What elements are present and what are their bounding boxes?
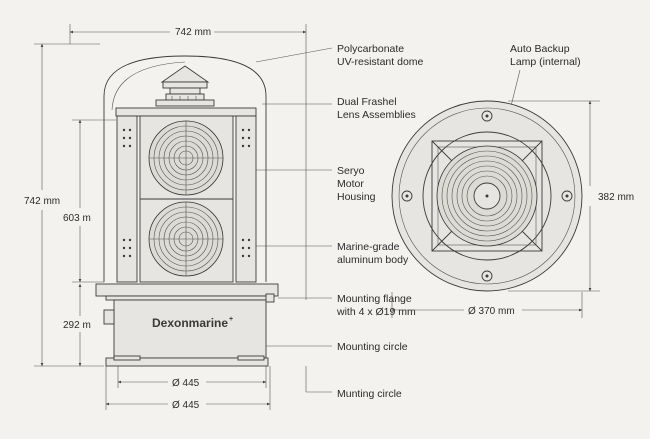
left-column <box>116 115 138 283</box>
dim-total-height: 742 mm <box>24 196 60 207</box>
base-foot <box>105 357 269 367</box>
dim-top-width: 742 mm <box>175 27 211 38</box>
callout-lens-1: Dual Frashel <box>337 96 397 108</box>
right-column <box>235 115 257 283</box>
base-drum <box>113 299 267 359</box>
lower-fresnel-lens <box>148 201 224 277</box>
callout-motor-1: Seryo <box>337 165 365 177</box>
dim-lower-height: 292 m <box>63 320 91 331</box>
callout-backup-1: Auto Backup <box>510 43 570 55</box>
dim-top-view-height: 382 mm <box>598 192 634 203</box>
callout-munting-circle: Munting circle <box>337 388 402 400</box>
side-view: Dexonmarine + <box>95 55 279 367</box>
top-dimensions: Ø 370 mm 382 mm <box>391 100 634 318</box>
vent-cap <box>155 65 215 107</box>
callout-mounting-circle: Mounting circle <box>337 341 408 353</box>
callout-flange-2: with 4 x Ø19 mm <box>336 306 416 318</box>
side-dimensions: 742 mm 742 mm 603 m 292 m Ø 445 Ø 445 <box>24 24 307 411</box>
mounting-flange <box>95 283 279 297</box>
dim-top-view-dia: Ø 370 mm <box>468 306 515 317</box>
callout-dome-1: Polycarbonate <box>337 43 404 55</box>
callout-motor-3: Housing <box>337 191 376 203</box>
callout-backup-2: Lamp (internal) <box>510 56 581 68</box>
dim-base-dia-2: Ø 445 <box>172 400 200 411</box>
callout-flange-1: Mounting flange <box>337 293 412 305</box>
callout-dome-2: UV-resistant dome <box>337 56 424 68</box>
dim-base-dia-1: Ø 445 <box>172 378 200 389</box>
brand-name: Dexonmarine <box>152 316 228 330</box>
top-plate <box>115 107 257 117</box>
brand-mark: + <box>229 316 233 323</box>
top-bolts <box>401 110 573 282</box>
dome <box>103 55 267 282</box>
top-frame <box>431 140 543 252</box>
dim-upper-height: 603 m <box>63 213 91 224</box>
callout-body-2: aluminum body <box>337 254 409 266</box>
callout-motor-2: Motor <box>337 178 364 190</box>
callout-lens-2: Lens Assemblies <box>337 109 416 121</box>
top-view <box>391 100 583 292</box>
upper-fresnel-lens <box>148 120 224 196</box>
column-bolts <box>122 128 251 258</box>
callout-body-1: Marine-grade <box>337 241 400 253</box>
